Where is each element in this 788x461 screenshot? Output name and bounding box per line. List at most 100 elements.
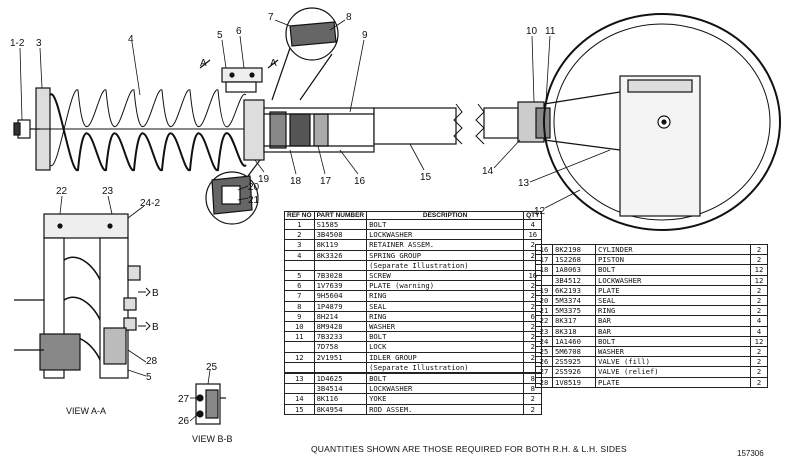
cell-desc: SPRING GROUP [366, 249, 525, 261]
callout-5: 5 [217, 30, 223, 41]
cell-ref: 8 [284, 300, 315, 312]
cell-ref: 20 [535, 295, 553, 307]
cell-qty: 4 [750, 315, 768, 327]
leader-lines [19, 19, 611, 422]
section-mark-b-bottom: B [152, 322, 159, 333]
cell-part: 5M6708 [552, 346, 596, 358]
cell-part: 8K4954 [313, 403, 368, 415]
callout-14: 14 [482, 166, 494, 177]
cell-qty: 2 [750, 356, 768, 368]
cell-ref: 15 [284, 403, 315, 415]
cell-qty: 2 [750, 366, 768, 378]
cell-part: 1V8519 [552, 376, 596, 388]
header-qty: QTY [523, 211, 543, 220]
callout-10: 10 [526, 26, 538, 37]
callout-22: 22 [56, 186, 68, 197]
cell-qty: 2 [523, 403, 543, 415]
cell-ref [284, 361, 315, 374]
cell-ref: 26 [535, 356, 553, 368]
cell-desc: PLATE (warning) [366, 280, 525, 292]
cell-ref: 14 [284, 393, 315, 405]
cell-qty: 2 [750, 346, 768, 358]
cell-part: 3B4508 [313, 229, 368, 241]
cell-ref: 25 [535, 346, 553, 358]
quantities-note: QUANTITIES SHOWN ARE THOSE REQUIRED FOR … [311, 444, 627, 454]
cell-ref: 10 [284, 321, 315, 333]
cell-qty: 2 [750, 295, 768, 307]
callout-21: 21 [248, 195, 260, 206]
cell-part: 1V7639 [313, 280, 368, 292]
cell-ref: 17 [535, 254, 553, 266]
cell-qty: 2 [523, 393, 543, 405]
callout-7: 7 [268, 12, 274, 23]
cell-part: 8K3326 [313, 249, 368, 261]
cell-desc: VALVE (relief) [595, 366, 751, 378]
cell-ref [284, 383, 315, 395]
callout-18: 18 [290, 176, 302, 187]
cell-part [313, 361, 368, 374]
cell-part: 7B3233 [313, 331, 368, 343]
spring-coil [49, 89, 247, 172]
cell-part: 5M3375 [552, 305, 596, 317]
cell-desc: WASHER [595, 346, 751, 358]
callout-25: 25 [206, 362, 218, 373]
table-row: (Separate Illustration) [284, 361, 543, 374]
cell-part: 8K119 [313, 239, 368, 251]
cell-part: 3B4514 [313, 383, 368, 395]
callout-13: 13 [518, 178, 530, 189]
cell-desc: BAR [595, 325, 751, 337]
callout-28: 28 [146, 356, 158, 367]
cell-ref: 19 [535, 284, 553, 297]
rod-assembly [483, 101, 551, 143]
view-aa-drawing [14, 213, 151, 379]
cell-ref: 2 [284, 229, 315, 241]
cell-qty: 12 [750, 274, 768, 286]
view-aa-label: VIEW A-A [66, 406, 106, 416]
cell-part: 2S5926 [552, 366, 596, 378]
cell-desc: CYLINDER [595, 243, 751, 256]
cell-ref: 22 [535, 315, 553, 327]
cell-qty: 2 [750, 243, 768, 256]
cell-ref: 27 [535, 366, 553, 378]
cell-part: 1A1460 [552, 335, 596, 348]
callout-4: 4 [128, 34, 134, 45]
cell-ref: 7 [284, 290, 315, 302]
cell-qty: 12 [750, 264, 768, 276]
cell-part: 8K317 [552, 315, 596, 327]
cell-desc: VALVE (fill) [595, 356, 751, 368]
header-ref: REF NO [284, 211, 315, 220]
cell-ref: 12 [284, 351, 315, 363]
ring-detail-circle [205, 159, 261, 225]
header-part: PART NUMBER [313, 211, 368, 220]
cell-qty: 4 [523, 218, 543, 231]
seal-detail-circle [271, 7, 339, 101]
cell-desc: LOCKWASHER [366, 383, 525, 395]
cell-desc: YOKE [366, 393, 525, 405]
table-row: (Separate Illustration) [284, 259, 543, 272]
cell-qty: 2 [750, 376, 768, 388]
cell-desc: LOCK [366, 341, 525, 353]
cell-part: 7D758 [313, 341, 368, 353]
cell-desc: PISTON [595, 254, 751, 266]
section-mark-b-top: B [152, 288, 159, 299]
cell-ref [284, 341, 315, 353]
callout-3: 3 [36, 38, 42, 49]
callout-27: 27 [178, 394, 190, 405]
cell-qty: 2 [750, 254, 768, 266]
cell-desc: PLATE [595, 284, 751, 297]
